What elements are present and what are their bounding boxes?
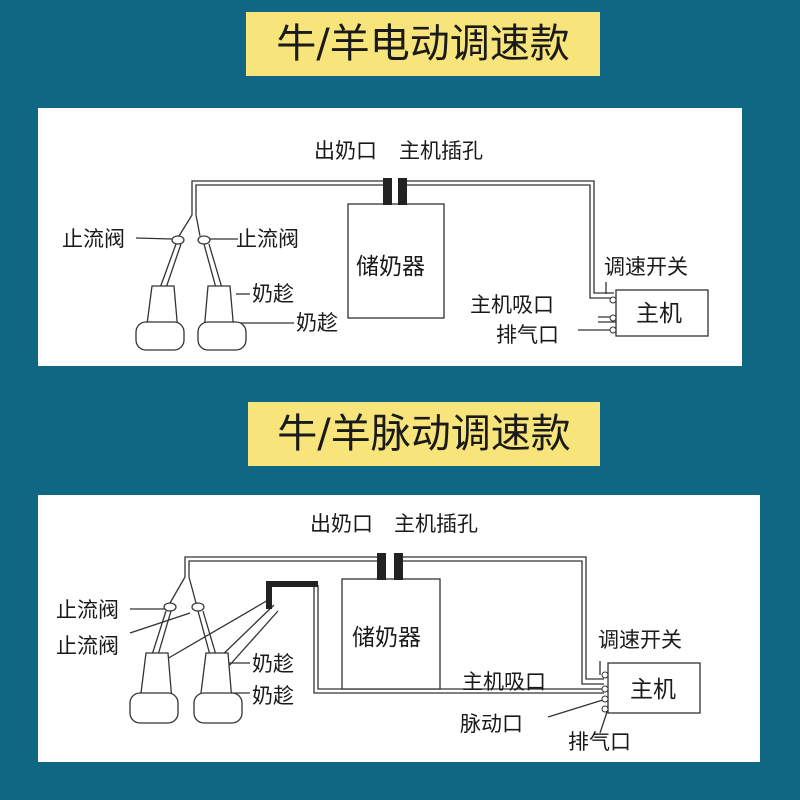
hose-cup1b [165, 243, 182, 289]
split-left [178, 214, 193, 237]
pulse-line-1 [159, 598, 271, 664]
banner-electric-speed: 牛/羊电动调速款 [246, 12, 600, 76]
leader-valve-2 [129, 612, 191, 634]
diagram-pulse: 出奶口 主机插孔 止流阀 止流阀 储奶器 调速开关 奶趁 奶趁 主机吸口 主机 … [38, 495, 760, 762]
diagram-electric: 出奶口 主机插孔 止流阀 止流阀 储奶器 调速开关 奶趁 奶趁 主机吸口 主机 … [38, 108, 742, 366]
hose-cup2 [203, 243, 217, 289]
banner-title: 牛/羊脉动调速款 [277, 411, 571, 457]
pulse-block-side [266, 581, 272, 609]
tube-right [400, 556, 604, 680]
valve-1-shape [163, 602, 177, 612]
tube-right-inner [406, 184, 614, 299]
valve-right-shape [197, 235, 211, 245]
label-host-socket: 主机插孔 [399, 139, 483, 163]
storage-port-1 [383, 178, 392, 205]
speed-switch-knob [601, 671, 609, 679]
label-speed-switch: 调速开关 [604, 255, 688, 279]
exhaust-port [609, 326, 617, 334]
label-milk-outlet: 出奶口 [314, 139, 377, 163]
label-milk-outlet: 出奶口 [310, 512, 373, 536]
teat-cup-base-2 [197, 321, 247, 351]
pulse-line-3 [227, 610, 279, 668]
tube-left-inner [188, 560, 378, 577]
label-teat-cup-1: 奶趁 [252, 652, 294, 676]
label-exhaust: 排气口 [568, 730, 631, 754]
label-host: 主机 [636, 301, 682, 327]
storage-port-1 [377, 553, 386, 580]
tube-right [406, 180, 614, 294]
hose-cup2b [202, 610, 217, 656]
hose-cup1 [159, 243, 177, 289]
valve-left-shape [171, 235, 185, 245]
suction-port [601, 685, 609, 693]
banner-pulse-speed: 牛/羊脉动调速款 [248, 402, 600, 466]
label-teat-cup-2: 奶趁 [252, 684, 294, 708]
hose-cup2 [197, 610, 211, 656]
split-1 [169, 576, 186, 604]
suction-port [609, 314, 617, 322]
diagram-pulse-svg: 出奶口 主机插孔 止流阀 止流阀 储奶器 调速开关 奶趁 奶趁 主机吸口 主机 … [56, 512, 701, 754]
banner-title: 牛/羊电动调速款 [276, 21, 570, 67]
pulse-tube [313, 585, 604, 694]
label-host-suction: 主机吸口 [462, 670, 546, 694]
host-shape [615, 289, 709, 337]
tube-right-inner [400, 560, 604, 685]
pulse-tube-inner [317, 585, 604, 690]
label-storage: 储奶器 [356, 254, 425, 280]
valve-2-shape [191, 602, 205, 612]
hose-cup2b [208, 243, 223, 289]
label-valve-right: 止流阀 [236, 227, 299, 251]
storage-port-2 [398, 178, 407, 205]
label-host-socket: 主机插孔 [394, 512, 478, 536]
label-teat-cup-2: 奶趁 [296, 311, 338, 335]
leader-pulse [547, 698, 607, 718]
label-valve-1: 止流阀 [56, 598, 119, 622]
label-pulse-port: 脉动口 [460, 712, 523, 736]
tube-left [191, 180, 383, 215]
label-teat-cup-1: 奶趁 [252, 282, 294, 306]
label-valve-left: 止流阀 [62, 227, 125, 251]
teat-cup-base-1 [129, 692, 179, 724]
split-right [195, 214, 201, 237]
storage-port-2 [394, 553, 403, 580]
exhaust-port [601, 705, 609, 713]
label-exhaust: 排气口 [496, 323, 559, 347]
pulse-block-shape [266, 581, 318, 587]
storage-tank-shape [347, 203, 445, 319]
teat-cup-base-1 [135, 321, 185, 351]
teat-cup-base-2 [193, 692, 243, 724]
tube-left [184, 556, 378, 577]
label-valve-2: 止流阀 [56, 634, 119, 658]
label-host-suction: 主机吸口 [470, 293, 554, 317]
diagram-electric-svg: 出奶口 主机插孔 止流阀 止流阀 储奶器 调速开关 奶趁 奶趁 主机吸口 主机 … [62, 139, 709, 351]
storage-tank-shape [341, 578, 441, 690]
hose-cup1 [151, 610, 167, 656]
leader-valve-left [135, 237, 173, 240]
label-host: 主机 [630, 677, 676, 703]
label-storage: 储奶器 [352, 625, 421, 651]
tube-left-inner [195, 184, 383, 215]
speed-switch-knob [609, 296, 617, 304]
label-speed-switch: 调速开关 [598, 628, 682, 652]
hose-cup1b [157, 610, 172, 656]
pulse-port [601, 695, 609, 703]
split-2 [188, 576, 197, 604]
leader-exhaust [599, 708, 609, 734]
host-shape [607, 662, 701, 714]
